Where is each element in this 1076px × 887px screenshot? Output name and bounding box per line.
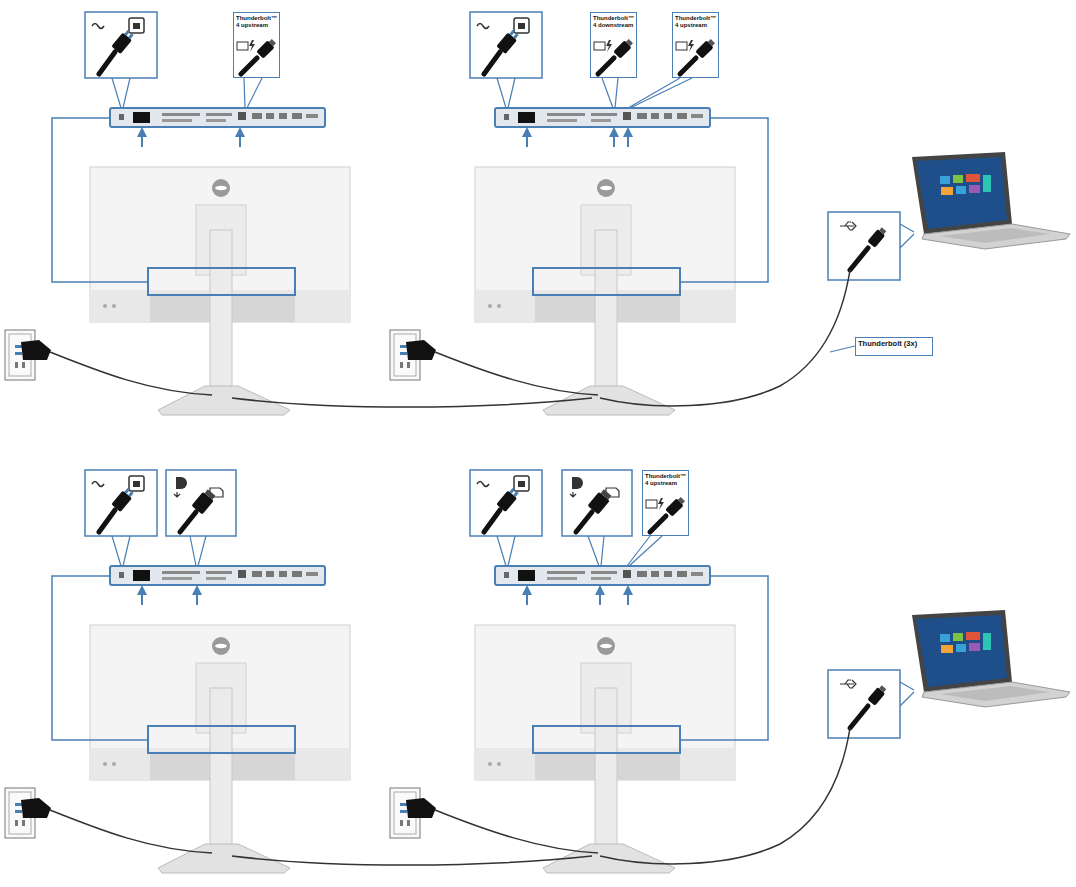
wall-outlet xyxy=(390,788,436,838)
callout-box: Thunderbolt™ 4 upstream xyxy=(642,470,689,536)
cable xyxy=(600,728,850,864)
wall-outlet xyxy=(390,330,436,380)
displayport-callout xyxy=(166,470,236,536)
monitor xyxy=(90,566,350,873)
monitor xyxy=(90,108,350,415)
port-label: Thunderbolt™ 4 downstream xyxy=(593,15,634,28)
power-callout xyxy=(470,12,542,78)
wall-outlet xyxy=(5,788,51,838)
cable xyxy=(232,856,592,865)
zoom-line xyxy=(52,118,148,282)
callout-box: Thunderbolt™ 4 downstream xyxy=(590,12,637,78)
power-callout xyxy=(470,470,542,536)
port-icon xyxy=(642,470,689,536)
monitor xyxy=(475,566,735,873)
bottom-setup xyxy=(5,470,1070,873)
pointer-arrow xyxy=(613,132,615,147)
port-label: Thunderbolt™ 4 upstream xyxy=(645,473,686,486)
callout-box: Thunderbolt™ 4 upstream xyxy=(233,12,280,78)
callout-box: Thunderbolt (3x) xyxy=(855,337,933,356)
top-setup xyxy=(5,12,1070,415)
monitor xyxy=(475,108,735,415)
callout-box: Thunderbolt™ 4 upstream xyxy=(672,12,719,78)
port-icon xyxy=(672,12,719,78)
power-callout xyxy=(85,12,157,78)
power-callout xyxy=(85,470,157,536)
port-label: Thunderbolt™ 4 upstream xyxy=(675,15,716,28)
port-icon xyxy=(233,12,280,78)
pointer-arrow xyxy=(239,132,241,147)
port-label: Thunderbolt (3x) xyxy=(858,340,930,348)
power-cable xyxy=(435,352,598,395)
pointer-arrow xyxy=(141,132,143,147)
zoom-line xyxy=(680,118,768,282)
port-label: Thunderbolt™ 4 upstream xyxy=(236,15,277,28)
wall-outlet xyxy=(5,330,51,380)
laptop xyxy=(828,152,1070,280)
laptop xyxy=(828,610,1070,738)
pointer-arrow xyxy=(526,132,528,147)
pointer-arrow xyxy=(627,132,629,147)
leader-line xyxy=(830,346,855,352)
cable xyxy=(232,398,592,407)
power-cable xyxy=(50,352,212,395)
port-icon xyxy=(590,12,637,78)
cable xyxy=(600,270,850,406)
displayport-callout xyxy=(562,470,632,536)
